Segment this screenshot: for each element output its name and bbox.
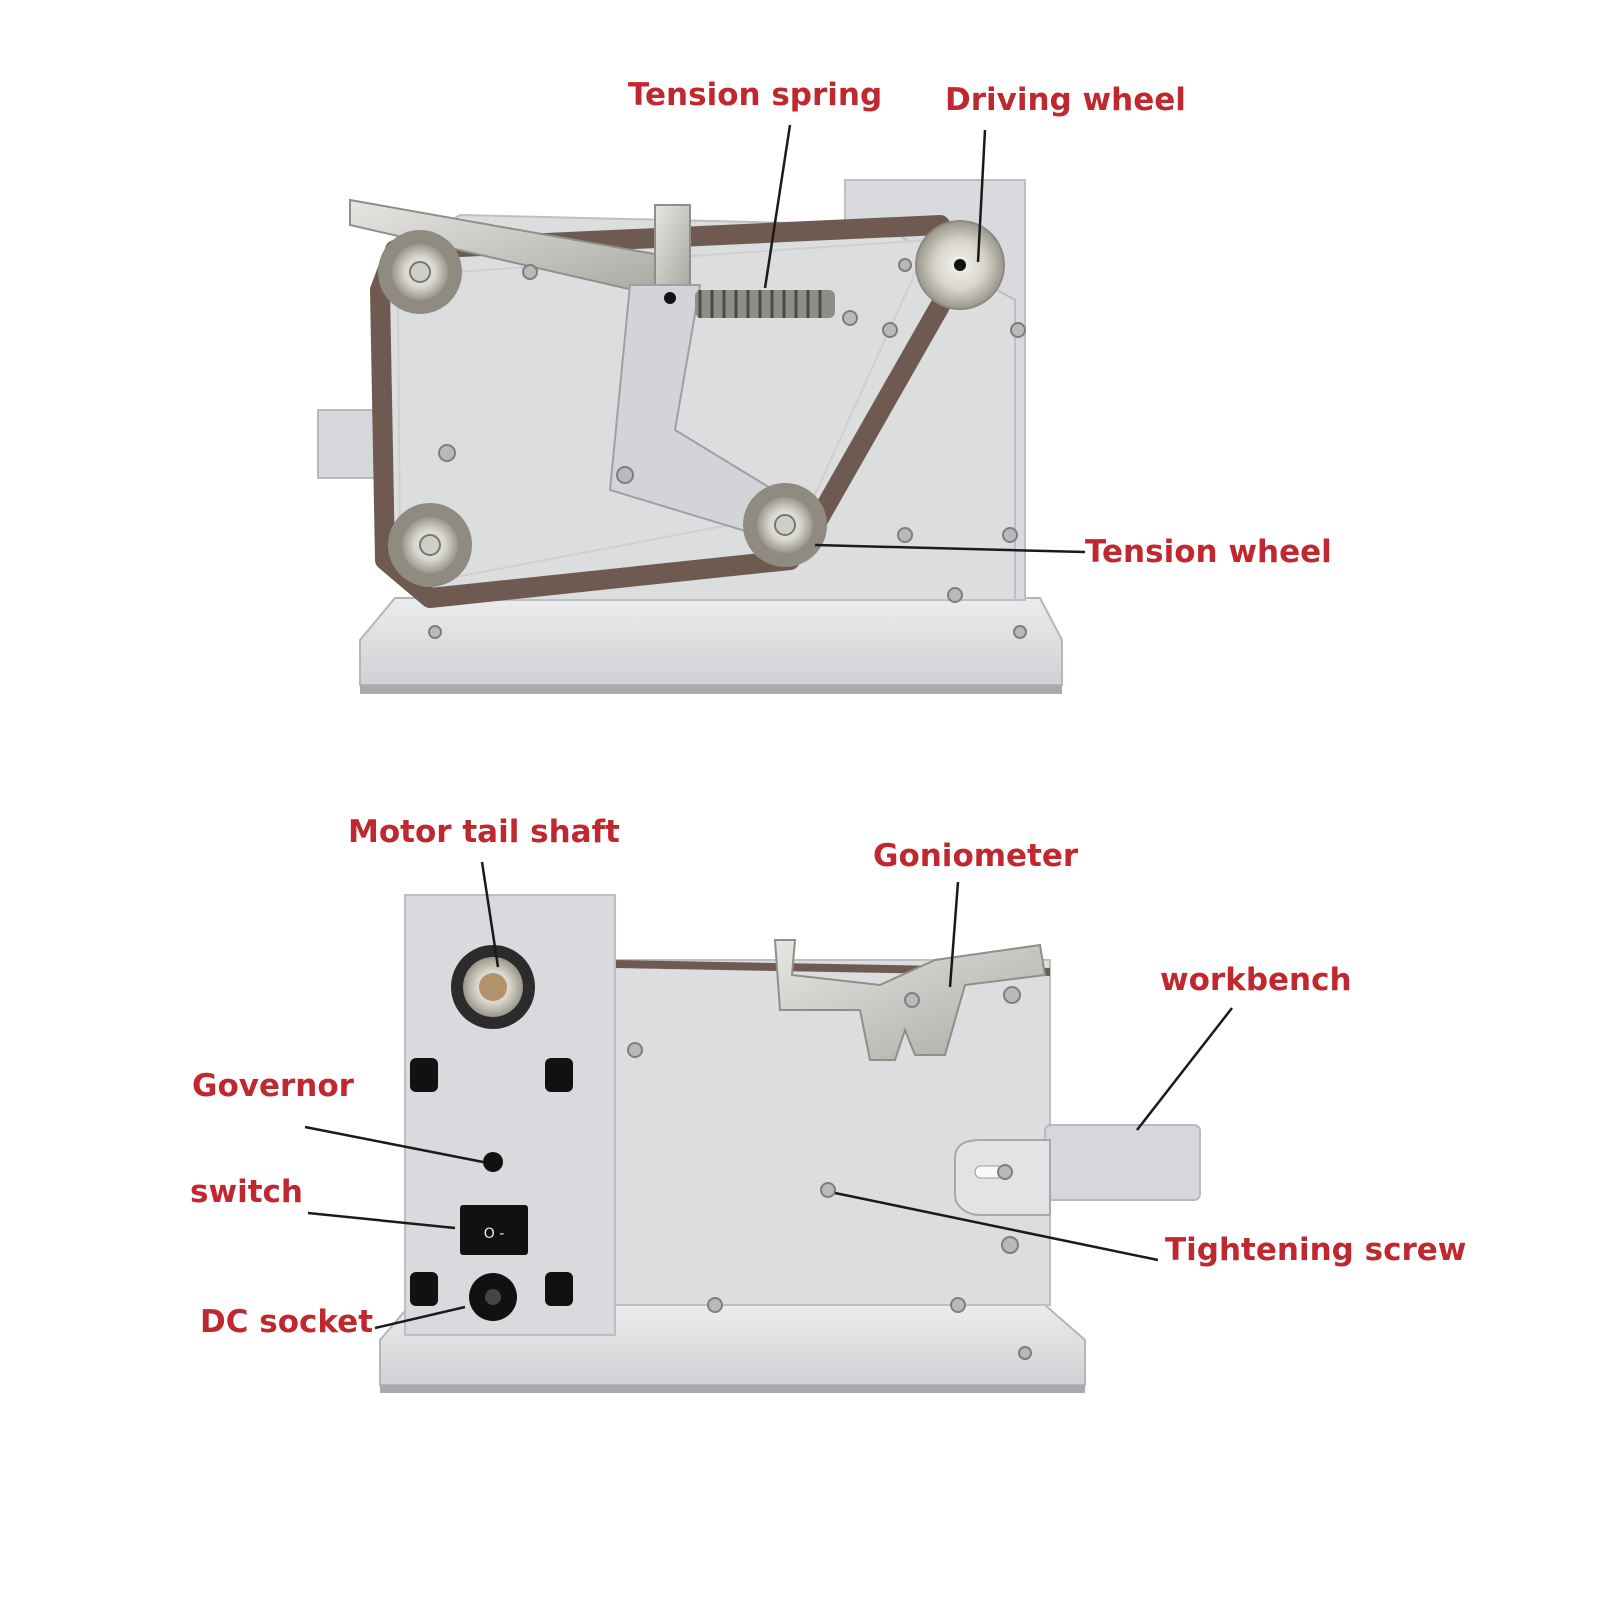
label-driving-wheel: Driving wheel <box>945 82 1186 118</box>
leader-tension-spring <box>763 124 792 289</box>
bottom-rocker-switch: O - <box>460 1205 528 1255</box>
bottom-base-shadow <box>380 1385 1085 1393</box>
top-work-rest-tab <box>654 204 691 286</box>
bottom-motor-tail-shaft <box>451 945 535 1029</box>
label-governor: Governor <box>192 1068 355 1104</box>
callout-labels: Tension spring Driving wheel Tension whe… <box>190 77 1466 1340</box>
bottom-bolts <box>627 986 1032 1360</box>
label-tension-wheel: Tension wheel <box>1085 534 1332 570</box>
leader-tension-wheel <box>814 543 1086 554</box>
leader-driving-wheel <box>976 129 987 263</box>
leader-dc-socket <box>374 1305 466 1330</box>
top-base-plate <box>359 597 1063 686</box>
label-goniometer: Goniometer <box>873 838 1079 874</box>
leader-workbench <box>1136 1007 1233 1131</box>
leader-lines <box>304 124 1233 1330</box>
bottom-main-plate <box>614 959 1051 1306</box>
leader-goniometer <box>948 881 960 988</box>
label-tightening-screw: Tightening screw <box>1165 1232 1466 1268</box>
label-motor-tail-shaft: Motor tail shaft <box>348 814 620 850</box>
top-tension-wheel <box>743 483 827 567</box>
top-bolts <box>428 258 1027 639</box>
label-tension-spring: Tension spring <box>628 77 882 113</box>
label-dc-socket: DC socket <box>200 1304 373 1340</box>
leader-switch <box>307 1211 456 1230</box>
top-arm-pivot <box>664 292 676 304</box>
top-driving-wheel <box>915 220 1005 310</box>
bottom-housing-vents <box>410 1058 573 1306</box>
top-idler-wheel-lower <box>388 503 472 587</box>
label-workbench: workbench <box>1160 962 1352 998</box>
leader-tightening-screw <box>834 1191 1159 1262</box>
top-base-shadow <box>360 685 1062 694</box>
label-switch: switch <box>190 1174 303 1210</box>
top-idler-wheel-upper <box>378 230 462 314</box>
bottom-dc-socket <box>469 1273 517 1321</box>
leader-governor <box>304 1125 484 1164</box>
leader-motor-tail-shaft <box>480 861 500 968</box>
top-tension-spring <box>695 290 835 318</box>
top-machine-view <box>317 179 1063 694</box>
bottom-machine-view: O - <box>379 894 1201 1393</box>
switch-symbols: O - <box>484 1226 505 1242</box>
bottom-governor-knob <box>483 1152 503 1172</box>
